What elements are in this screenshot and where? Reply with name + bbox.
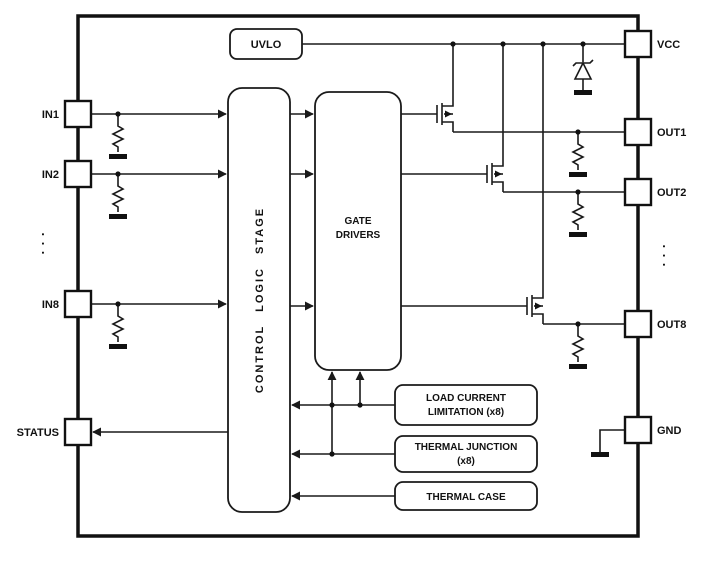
ground-gnd-pin <box>591 452 609 457</box>
resistor-in1 <box>112 121 124 153</box>
mosfet-q8-icon <box>526 287 544 325</box>
load-current-label-2: LIMITATION (x8) <box>428 407 504 418</box>
chip-outline <box>76 14 640 538</box>
ground-in8 <box>109 344 127 349</box>
block-gate-drivers: GATE DRIVERS <box>314 91 402 371</box>
thermal-junction-label-1: THERMAL JUNCTION <box>415 442 518 453</box>
uvlo-label: UVLO <box>251 39 282 51</box>
pin-out8 <box>623 309 653 339</box>
pin-label-in2: IN2 <box>42 169 59 181</box>
block-control-logic: CONTROL LOGIC STAGE <box>227 87 291 513</box>
wires <box>91 43 625 501</box>
input-resistors <box>109 114 127 349</box>
block-thermal-junction: THERMAL JUNCTION (x8) <box>394 435 538 473</box>
pin-gnd <box>623 415 653 445</box>
mosfet-q1-icon <box>436 95 454 133</box>
pin-in1 <box>63 99 93 129</box>
output-resistors <box>569 132 587 369</box>
pin-label-out1: OUT1 <box>657 127 686 139</box>
pin-ellipsis-left: . . . <box>39 232 54 255</box>
block-uvlo: UVLO <box>229 28 303 60</box>
pin-out2 <box>623 177 653 207</box>
pin-out1 <box>623 117 653 147</box>
pin-label-status: STATUS <box>17 427 59 439</box>
pin-label-in8: IN8 <box>42 299 59 311</box>
ground-in2 <box>109 214 127 219</box>
pin-in8 <box>63 289 93 319</box>
ground-in1 <box>109 154 127 159</box>
zener-diode-icon <box>572 59 594 95</box>
resistor-out1 <box>572 139 584 171</box>
gate-drivers-label-1: GATE <box>344 216 371 227</box>
pin-status <box>63 417 93 447</box>
resistor-in8 <box>112 311 124 343</box>
resistor-out8 <box>572 331 584 363</box>
pin-label-vcc: VCC <box>657 39 680 51</box>
resistor-out2 <box>572 199 584 231</box>
resistor-in2 <box>112 181 124 213</box>
wire-gnd <box>599 429 625 452</box>
ground-out2 <box>569 232 587 237</box>
block-thermal-case: THERMAL CASE <box>394 481 538 511</box>
control-logic-label: CONTROL LOGIC STAGE <box>254 207 266 393</box>
ground-out1 <box>569 172 587 177</box>
pin-label-out8: OUT8 <box>657 319 686 331</box>
thermal-junction-label-2: (x8) <box>457 456 475 467</box>
junction-dots <box>115 41 586 457</box>
pin-ellipsis-right: . . . <box>660 244 675 267</box>
thermal-case-label: THERMAL CASE <box>426 492 506 503</box>
mosfet-q2-icon <box>486 155 504 193</box>
pin-label-out2: OUT2 <box>657 187 686 199</box>
pin-vcc <box>623 29 653 59</box>
pins-right: VCC OUT1 OUT2 OUT8 GND . . . <box>623 29 686 445</box>
ground-out8 <box>569 364 587 369</box>
block-load-current-limitation: LOAD CURRENT LIMITATION (x8) <box>394 384 538 426</box>
pin-label-in1: IN1 <box>42 109 59 121</box>
pins-left: IN1 IN2 IN8 STATUS . . . <box>17 99 93 447</box>
load-current-label-1: LOAD CURRENT <box>426 393 506 404</box>
pin-in2 <box>63 159 93 189</box>
ground-zener <box>574 90 592 95</box>
pin-label-gnd: GND <box>657 425 682 437</box>
gate-drivers-label-2: DRIVERS <box>336 230 381 241</box>
